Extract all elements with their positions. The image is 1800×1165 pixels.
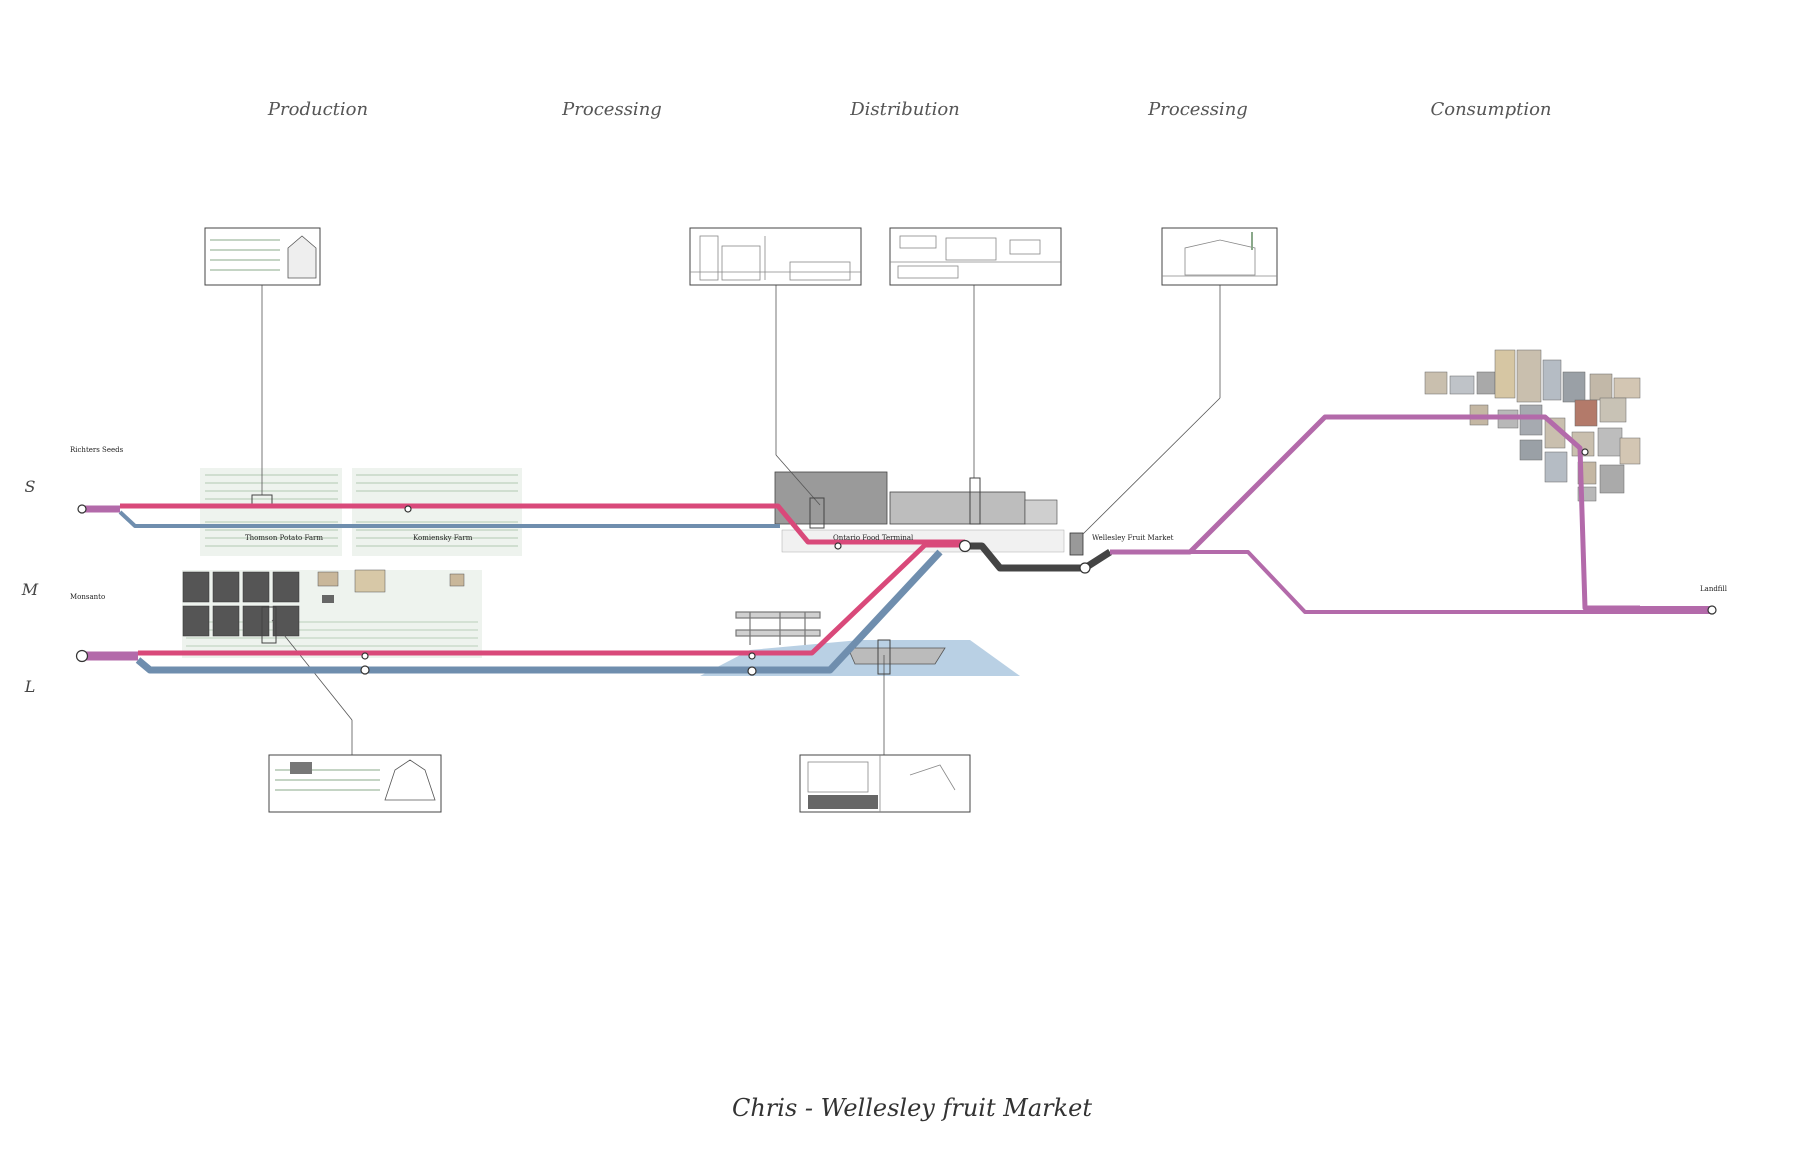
label-thomson-farm: Thomson Potato Farm: [245, 534, 323, 542]
stage-distribution: Distribution: [849, 99, 960, 120]
label-ontario-terminal: Ontario Food Terminal: [833, 534, 914, 542]
label-monsanto: Monsanto: [70, 593, 105, 601]
cargo-ship: [847, 647, 946, 665]
farm-field-small: [200, 468, 342, 556]
detail-panel-distribution: [889, 227, 1062, 286]
stage-consumption: Consumption: [1430, 99, 1551, 120]
label-wellesley-market: Wellesley Fruit Market: [1092, 534, 1174, 542]
farm-field-small-2: [352, 468, 522, 556]
stage-processing-2: Processing: [1147, 99, 1248, 120]
scale-small: S: [25, 477, 36, 496]
detail-panel-market: [1161, 227, 1278, 286]
scale-medium: M: [21, 580, 39, 599]
stage-production: Production: [267, 99, 368, 120]
route-small-pink: [120, 503, 965, 545]
detail-panel-greenhouse: [268, 754, 442, 813]
detail-panel-port: [799, 754, 971, 813]
route-medium-blue: [135, 549, 943, 674]
callout-anchors: [251, 477, 981, 675]
detail-panel-processing: [689, 227, 862, 286]
city-buildings: [1424, 349, 1641, 502]
route-small-blue: [118, 510, 780, 528]
label-landfill: Landfill: [1700, 585, 1728, 593]
callout-leaders: [261, 285, 1221, 755]
label-komiensky-farm: Komiensky Farm: [413, 534, 473, 542]
port-cranes: [735, 611, 821, 645]
route-consumption-landfill: [1190, 550, 1640, 614]
farm-buildings-medium: [317, 569, 465, 603]
route-medium-pink: [138, 542, 965, 656]
stage-processing-1: Processing: [561, 99, 662, 120]
supply-routes: [82, 414, 1712, 674]
label-richters-seeds: Richters Seeds: [70, 446, 124, 454]
wellesley-market-building: [1069, 532, 1084, 556]
route-distribution: [965, 542, 1112, 572]
figure-title: Chris - Wellesley fruit Market: [732, 1094, 1092, 1122]
greenhouse-cluster: [182, 571, 300, 637]
route-nodes: [75, 448, 1717, 676]
detail-panel-farm: [204, 227, 321, 286]
scale-large: L: [24, 677, 36, 696]
